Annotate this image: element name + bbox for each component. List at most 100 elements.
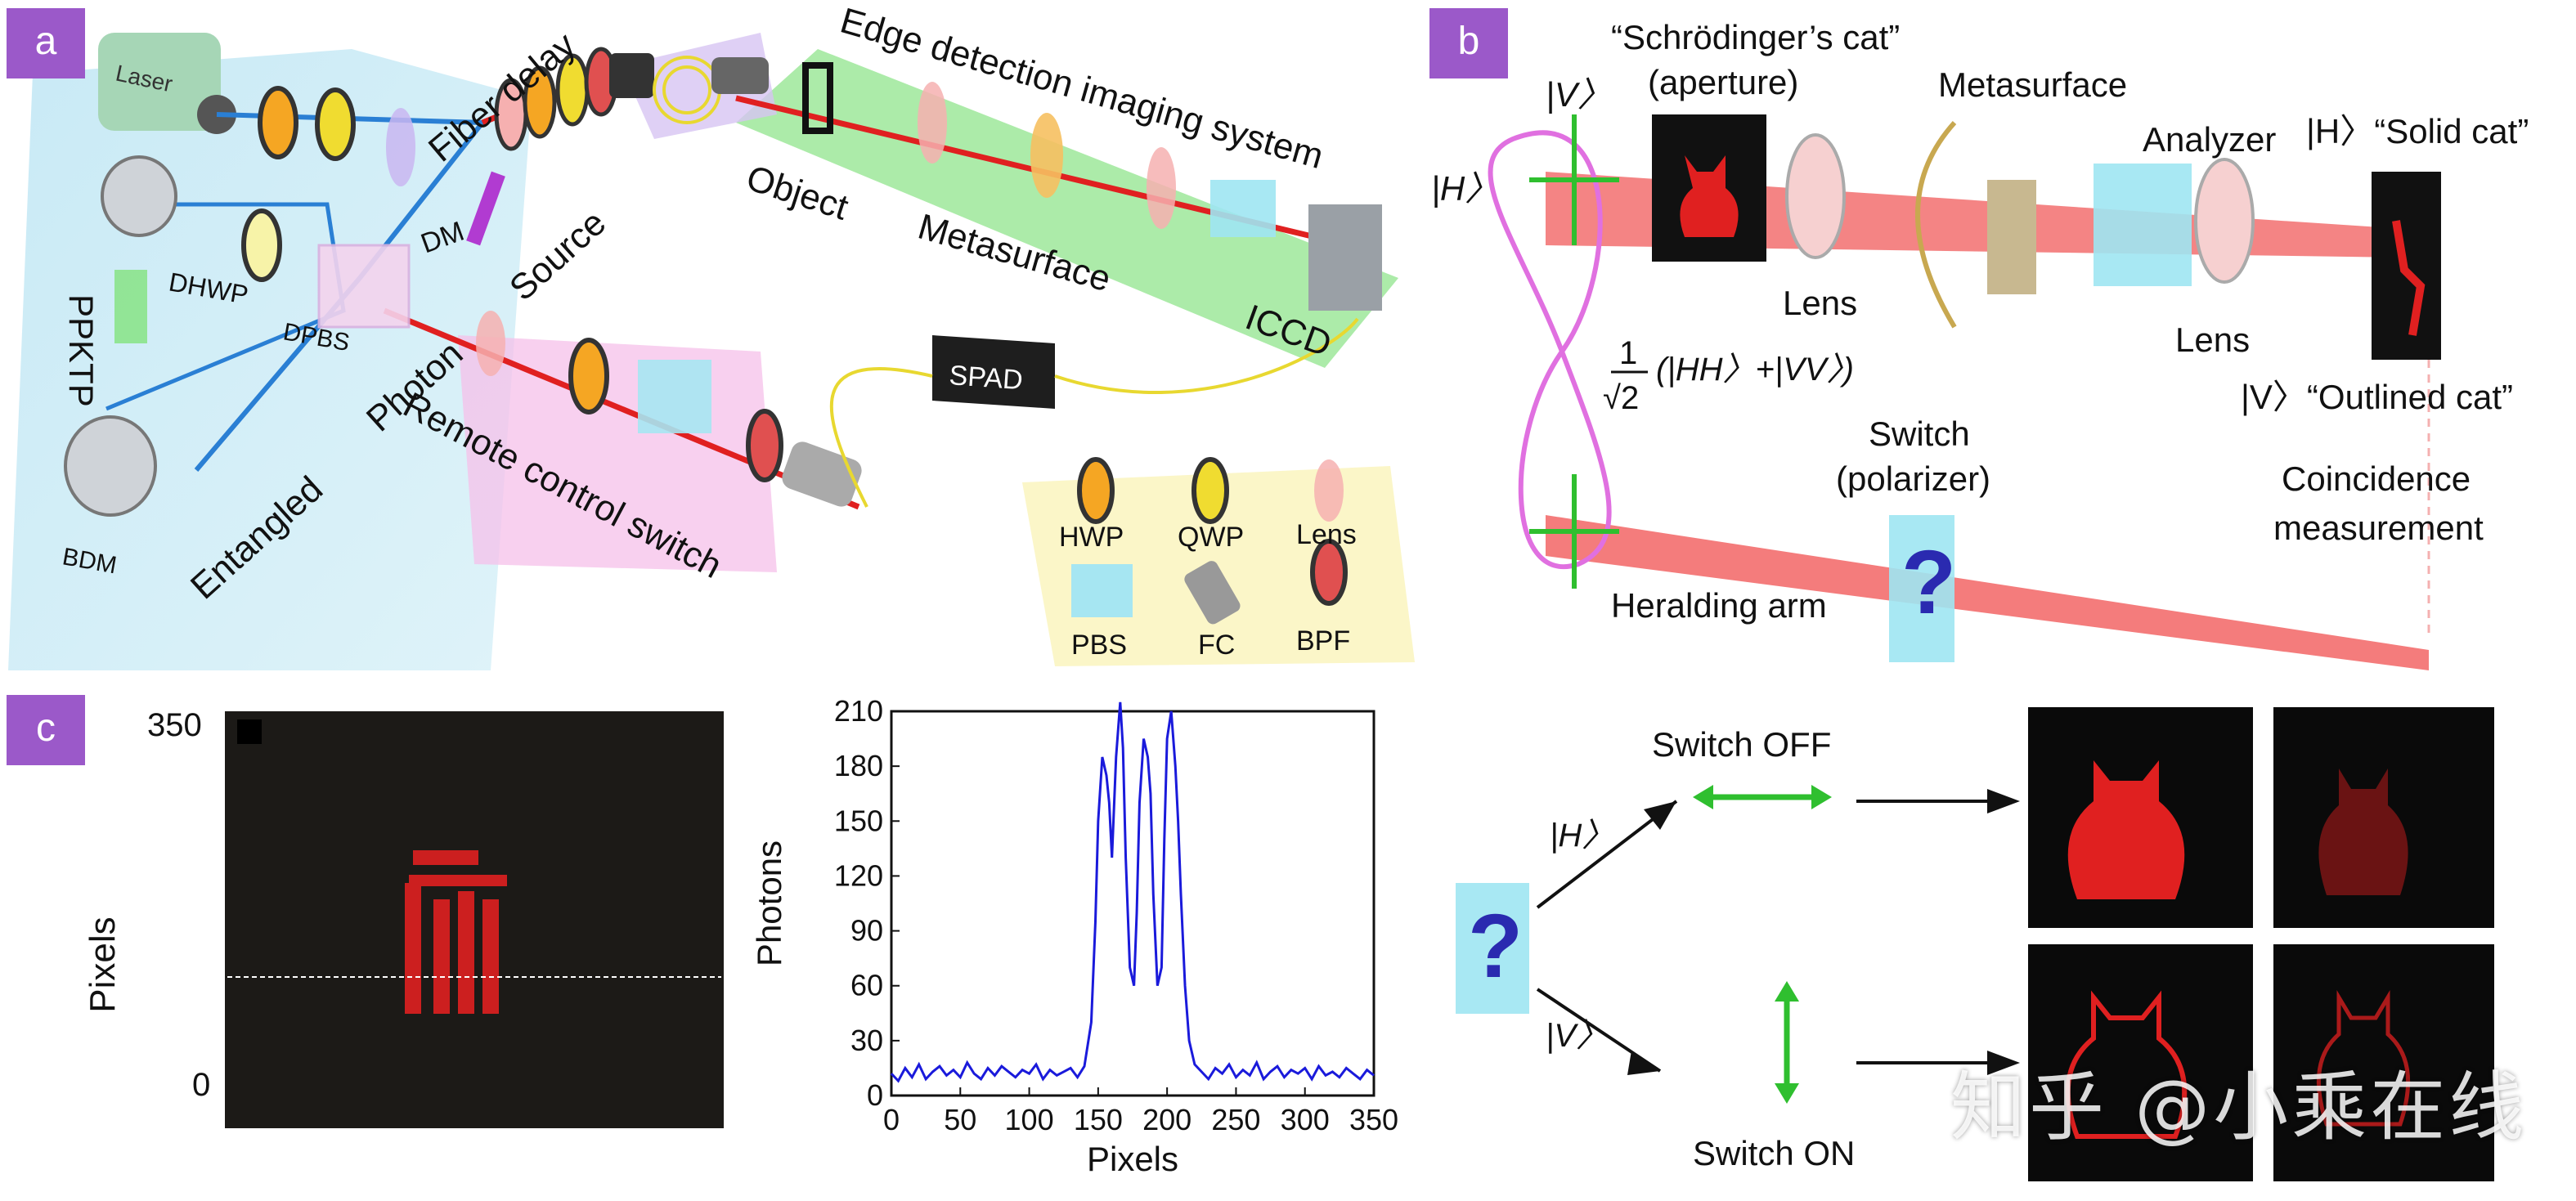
switch-question-mark: ?: [1901, 532, 1956, 633]
switch-hwp: [568, 338, 609, 415]
label-object: Object: [742, 158, 853, 228]
panel-a-badge: a: [7, 8, 85, 78]
label-state-prefix: 1: [1619, 335, 1637, 371]
label-lens-b1: Lens: [1783, 284, 1857, 322]
fiber-coil-2: [662, 65, 711, 114]
object-frame: [802, 62, 833, 134]
label-aperture: (aperture): [1648, 63, 1798, 101]
label-solid-cat: |H〉“Solid cat”: [2306, 112, 2529, 150]
imaging-green-plane: [736, 49, 1398, 368]
legend-lens-icon: [1314, 459, 1344, 522]
y-tick-label: 90: [850, 914, 883, 948]
x-tick-label: 150: [1074, 1103, 1123, 1136]
x-tick-label: 100: [1005, 1103, 1054, 1136]
legend-pbs-icon: [1071, 564, 1133, 617]
image-ytick-bottom: 0: [192, 1067, 210, 1103]
x-tick-label: 0: [883, 1103, 900, 1136]
panel-b-diagram: ? “Schrödinger’s cat” (aperture) |V〉 |H〉…: [1431, 18, 2529, 670]
switch-icon-question: ?: [1468, 896, 1523, 997]
label-heralding: Heralding arm: [1611, 586, 1827, 625]
arrow-on-to-images-head: [1987, 1051, 2020, 1075]
cat-outline-detector: [2392, 220, 2426, 336]
switch-ket-h: |H〉: [1550, 818, 1614, 854]
label-ket-v: |V〉: [1546, 75, 1612, 114]
photon-profile-line: [890, 701, 1375, 1083]
panel-a: a: [0, 0, 1423, 687]
label-state-root: √2: [1603, 380, 1639, 416]
image-corner-mark: [237, 719, 262, 744]
dpbs-cube: [317, 244, 411, 329]
legend-qwp-label: QWP: [1178, 522, 1244, 553]
label-switch-off: Switch OFF: [1652, 725, 1831, 764]
polarization-v-h-top: [1529, 114, 1619, 245]
panel-c-image: 350 0 Pixels: [83, 707, 724, 1128]
arrow-to-on-head: [1627, 1051, 1660, 1075]
label-spad: SPAD: [948, 360, 1024, 396]
hwp-1: [258, 86, 298, 159]
legend-fc-label: FC: [1198, 630, 1235, 661]
outlined-cat-1-shape: [2065, 990, 2188, 1139]
fiber-coupler: [609, 53, 654, 98]
image-ylabel: Pixels: [83, 916, 123, 1012]
dm-mirror: [466, 171, 505, 246]
imaging-lens-2: [1147, 147, 1176, 229]
label-ket-h: |H〉: [1431, 169, 1499, 208]
switch-bpf: [746, 409, 783, 482]
legend-pbs-label: PBS: [1071, 630, 1127, 661]
lens-b1: [1785, 133, 1846, 259]
h-arrow-right-head: [1811, 785, 1832, 809]
iccd-cable: [1054, 317, 1359, 395]
label-metasurface-b: Metasurface: [1938, 65, 2127, 104]
switch-icon-plate: [1456, 883, 1529, 1014]
y-axis-label: Photons: [750, 840, 788, 966]
polarization-v-h-bottom: [1529, 474, 1619, 589]
y-tick-label: 150: [834, 804, 883, 837]
image-ytick-top: 350: [147, 707, 202, 743]
y-tick-label: 120: [834, 858, 883, 892]
panel-c-badge: c: [7, 695, 85, 765]
x-tick-label: 50: [944, 1103, 976, 1136]
v-arrow-top-head: [1775, 981, 1799, 1002]
laser-body: [98, 33, 221, 131]
entangled-loop: [1488, 130, 1612, 569]
dhwp-optic: [241, 208, 282, 282]
fiber-hwp: [523, 65, 557, 139]
label-ppktp: PPKTP: [62, 294, 101, 407]
imaging-lens-1: [918, 82, 947, 164]
switch-ket-v: |V〉: [1546, 1018, 1609, 1054]
lens-b2: [2194, 158, 2255, 284]
x-tick-label: 350: [1349, 1103, 1398, 1136]
legend-fc-icon: [1184, 561, 1241, 625]
iccd-camera: [1308, 204, 1382, 311]
cat-silhouette-aperture: [1680, 155, 1739, 237]
x-axis-label: Pixels: [1087, 1140, 1178, 1178]
label-coincidence: Coincidence: [2282, 459, 2471, 498]
bdm-mirror: [64, 415, 157, 517]
spad-box: [932, 335, 1055, 409]
h-arrow-left-head: [1693, 785, 1713, 809]
heralding-beam: [1546, 515, 2429, 670]
legend-bpf-icon: [1310, 539, 1348, 606]
solid-cat-1-shape: [2067, 760, 2185, 899]
watermark: 知乎 @小乘在线: [1950, 1064, 2528, 1151]
idler-beam: [383, 307, 860, 510]
arrow-off-to-images-head: [1987, 789, 2020, 813]
metasurface-plate: [1987, 180, 2036, 294]
label-schrodinger: “Schrödinger’s cat”: [1611, 18, 1900, 56]
label-switch-on: Switch ON: [1693, 1134, 1855, 1172]
solid-cat-2-shape: [2318, 769, 2408, 895]
mirror-top: [101, 155, 177, 237]
result-outlined-cat-2: [2273, 944, 2494, 1181]
imaging-coupler: [711, 57, 769, 94]
cat-image-signal: [405, 850, 507, 1014]
switch-pbs: [638, 360, 711, 433]
label-switch: Switch: [1869, 415, 1970, 453]
ppktp-crystal: [114, 270, 147, 343]
y-tick-label: 210: [834, 694, 883, 728]
analyzer-plate: [2094, 164, 2192, 286]
legend-qwp-icon: [1192, 457, 1229, 524]
label-analyzer: Analyzer: [2143, 120, 2276, 159]
lens-1: [386, 108, 415, 186]
label-measurement: measurement: [2273, 509, 2484, 547]
metasurface-arc: [1915, 120, 1957, 329]
